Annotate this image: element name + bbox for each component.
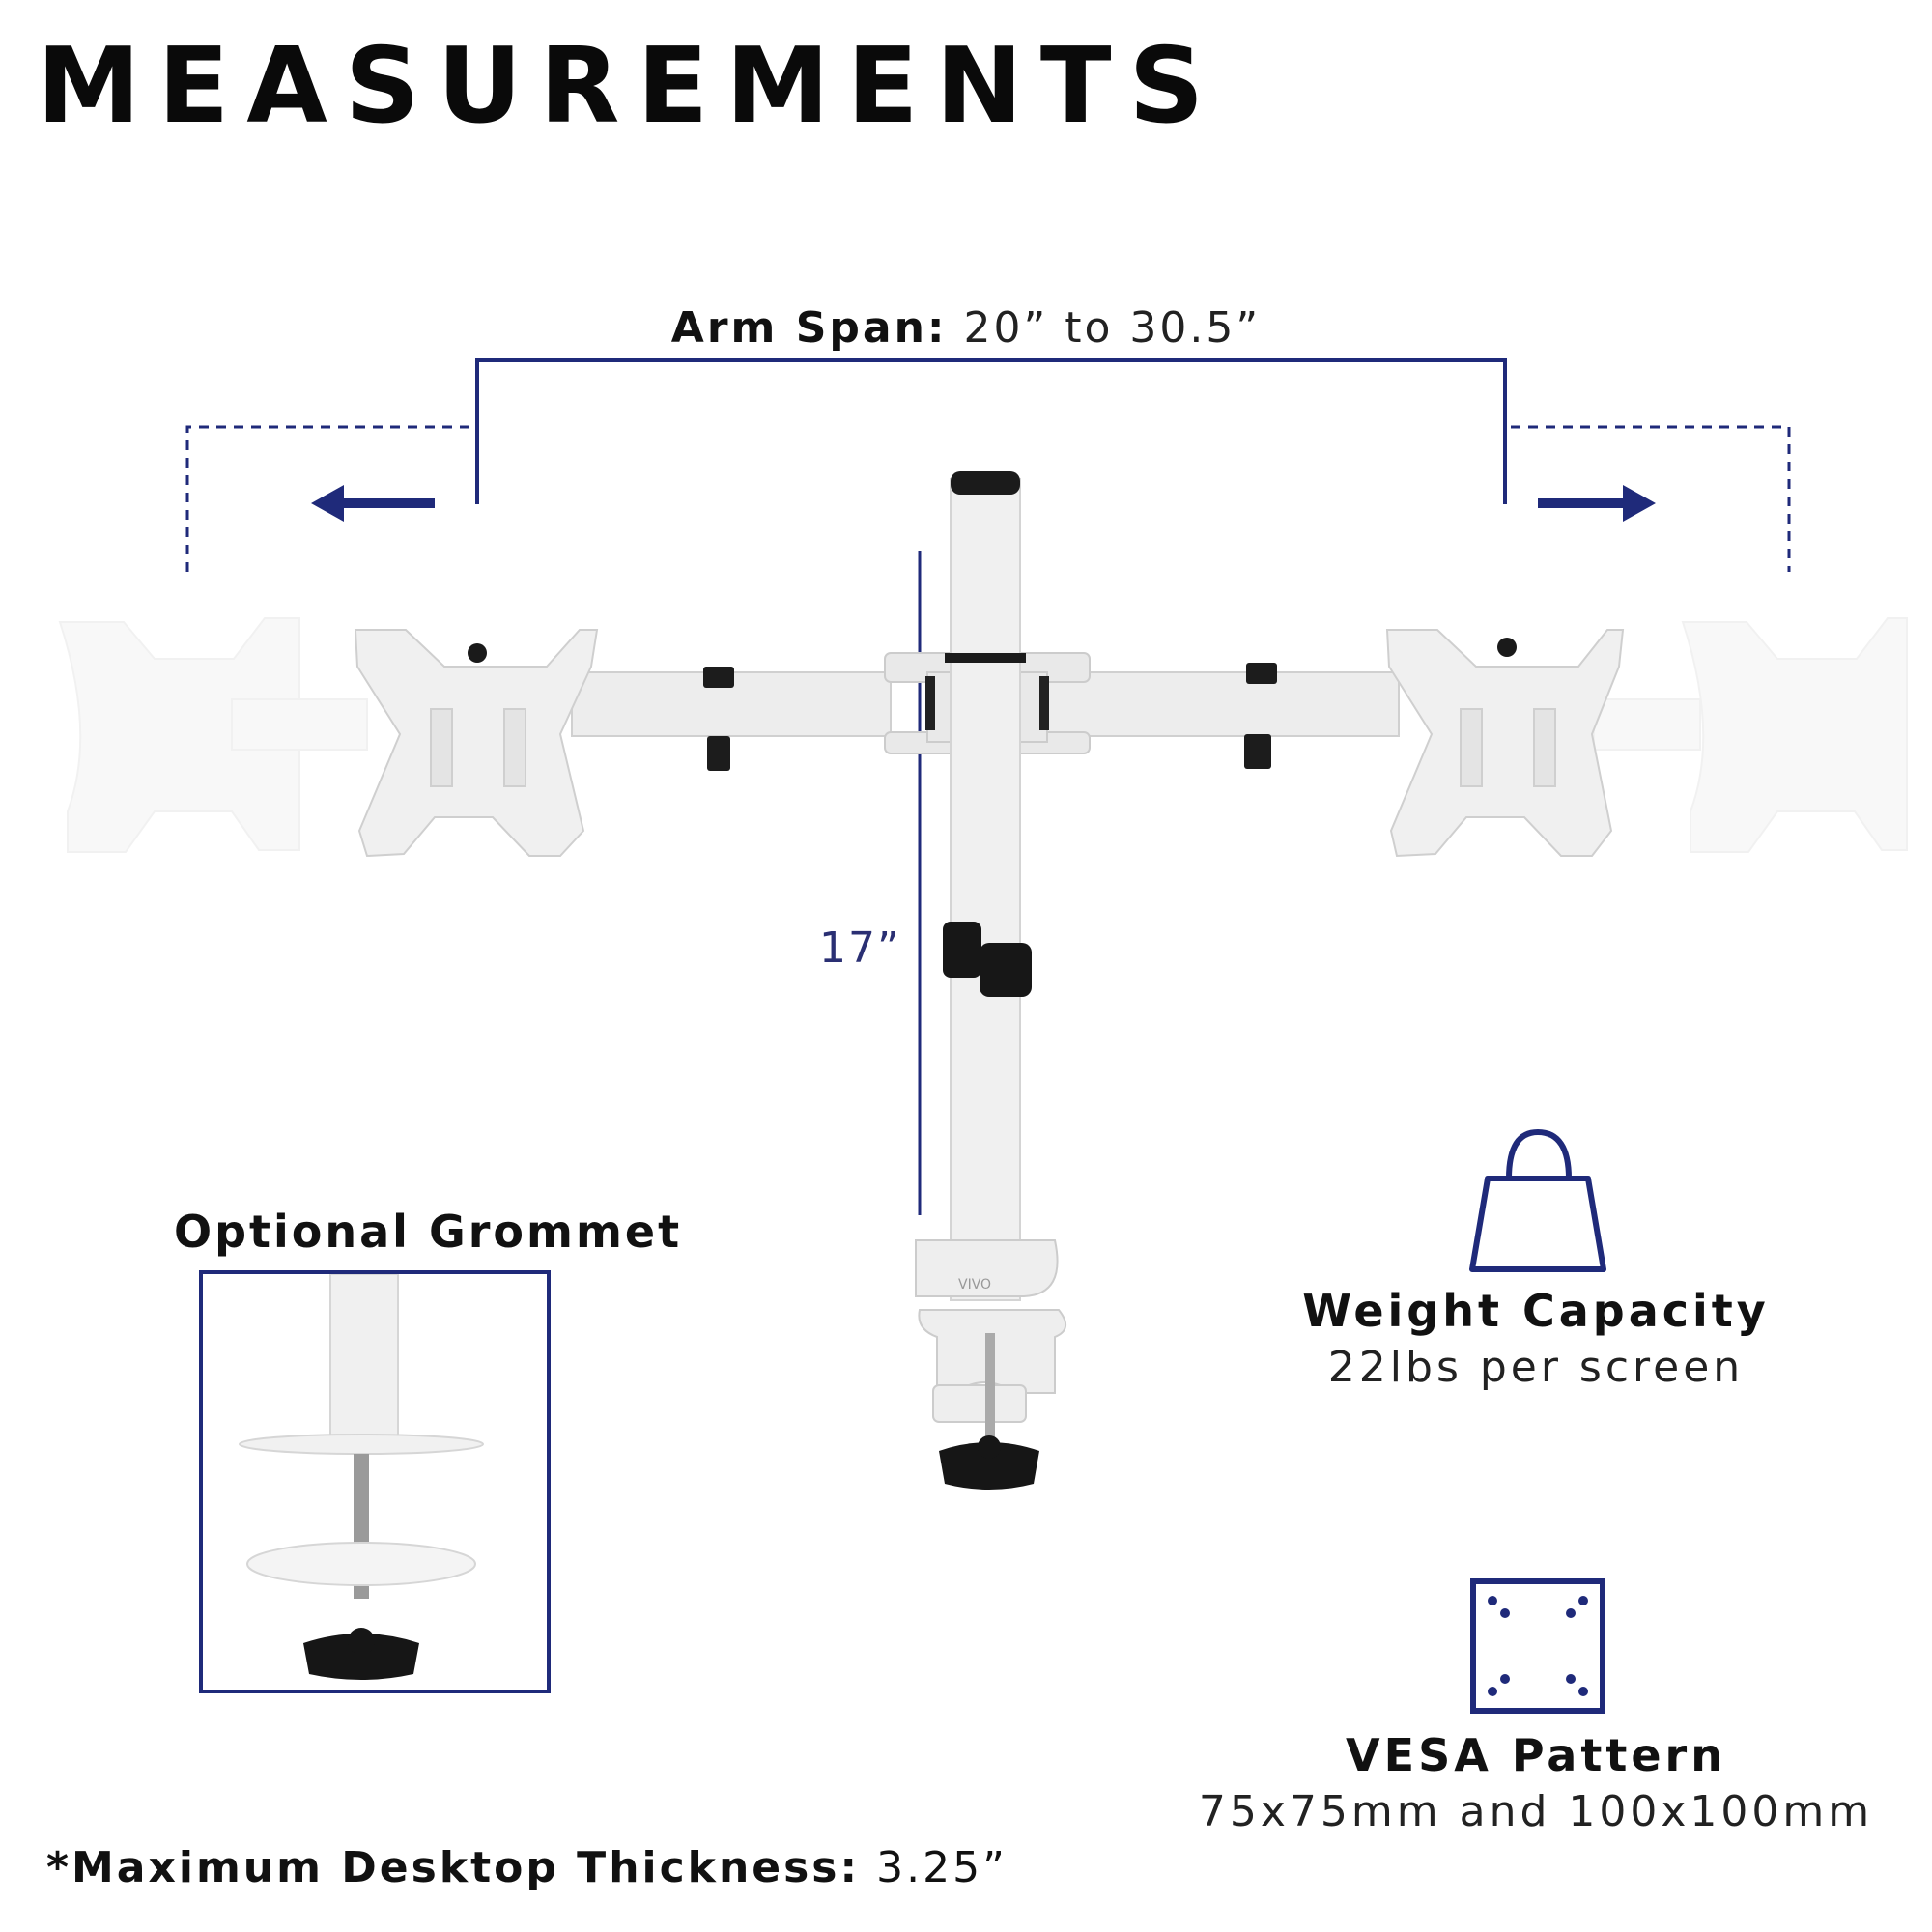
arm-span-bracket: [475, 358, 1507, 504]
ghost-vesa-plate-left: [58, 617, 368, 853]
ghost-vesa-plate-right: [1593, 617, 1908, 853]
arm-span-label: Arm Span: 20” to 30.5”: [0, 301, 1932, 355]
knob-right-icon: [1497, 638, 1517, 657]
height-label: 17”: [819, 923, 901, 973]
grommet-inset: [199, 1270, 551, 1693]
desktop-thickness: *Maximum Desktop Thickness: 3.25”: [46, 1843, 1008, 1892]
desktop-thickness-label: *Maximum Desktop Thickness:: [46, 1843, 861, 1892]
grommet-illustration: [239, 1274, 484, 1680]
cable-management-clip: [943, 922, 1032, 997]
left-arrow-icon: [311, 485, 435, 522]
page-title: MEASUREMENTS: [37, 26, 1222, 147]
clamp-knob-icon: [939, 1435, 1039, 1490]
vesa-title: VESA Pattern: [1346, 1729, 1726, 1781]
vesa-value: 75x75mm and 100x100mm: [1198, 1787, 1874, 1836]
knob-left-icon: [468, 643, 487, 663]
pole: [950, 478, 1021, 1301]
vesa-plate-right: [1385, 629, 1625, 858]
vesa-pattern-icon: [1470, 1578, 1605, 1714]
grommet-knob-icon: [303, 1628, 419, 1680]
extended-span-dashes: [185, 425, 1791, 572]
arm-span-value: 20” to 30.5”: [963, 303, 1262, 353]
right-arrow-icon: [1538, 485, 1656, 522]
cable-clips: [703, 663, 1277, 771]
weight-title: Weight Capacity: [1302, 1285, 1770, 1337]
hub-details: [925, 676, 1049, 730]
weight-icon: [1469, 1128, 1606, 1272]
right-arm: [1040, 671, 1400, 737]
grommet-label: Optional Grommet: [174, 1206, 683, 1258]
pole-collar: [945, 653, 1026, 663]
arm-span-key: Arm Span:: [670, 303, 948, 353]
brand-mark: VIVO: [958, 1277, 991, 1293]
weight-value: 22lbs per screen: [1327, 1343, 1745, 1392]
clamp-screw: [985, 1333, 995, 1449]
desktop-thickness-value: 3.25”: [876, 1843, 1008, 1892]
pole-cap: [951, 471, 1020, 495]
vesa-plate-left: [354, 629, 599, 858]
